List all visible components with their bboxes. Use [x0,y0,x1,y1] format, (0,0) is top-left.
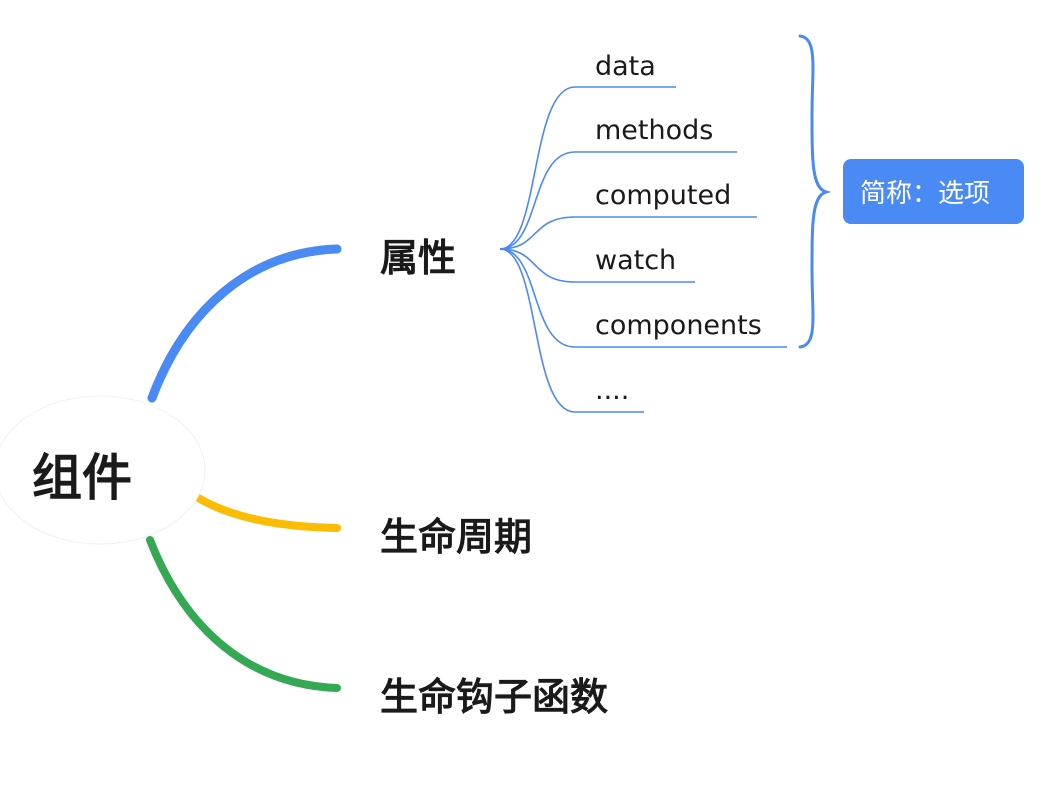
root-node[interactable]: 组件 [0,395,206,545]
attribute-item-methods[interactable]: methods [595,115,713,146]
leaf-connectors [499,86,787,413]
attribute-item-watch[interactable]: watch [595,245,676,276]
attribute-item-components[interactable]: components [595,310,762,341]
attribute-item-data[interactable]: data [595,51,656,82]
root-bubble [0,395,206,545]
attribute-list: data methods computed watch components .… [595,51,762,406]
leaf-connector-watch [499,248,695,283]
summary-box [843,159,1024,224]
branch-node-lifecycle[interactable]: 生命周期 [380,515,532,559]
leaf-connector-components [499,248,787,348]
branch-label-attributes: 属性 [380,236,456,280]
attribute-item-computed[interactable]: computed [595,180,731,211]
summary-label: 简称：选项 [860,179,990,209]
leaf-connector-methods [499,151,737,250]
branch-label-lifecycle: 生命周期 [380,515,532,559]
leaf-connector-computed [499,216,757,250]
branch-label-lifecycle-hooks: 生命钩子函数 [380,675,608,719]
summary-brace [798,34,832,349]
summary-node[interactable]: 简称：选项 [843,159,1024,224]
leaf-connector-data [499,86,676,250]
branch-connector-lifecycle-hooks [146,536,341,692]
branch-connector-lifecycle [191,492,341,532]
branch-node-attributes[interactable]: 属性 [380,236,456,280]
branch-node-lifecycle-hooks[interactable]: 生命钩子函数 [380,675,608,719]
root-label: 组件 [32,449,132,507]
attribute-item-ellipsis[interactable]: .... [595,375,629,406]
leaf-connector-ellipsis [499,248,644,413]
branch-connector-attributes [147,244,342,403]
